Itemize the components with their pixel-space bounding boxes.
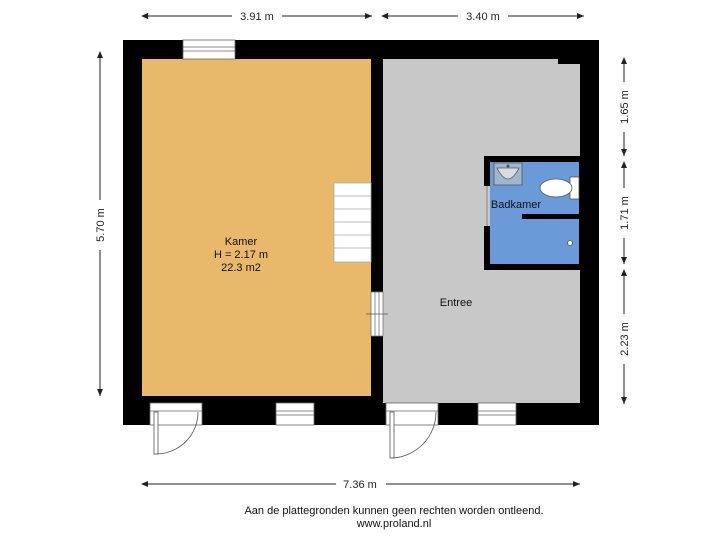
room-label-entree: Entree	[440, 297, 472, 309]
dim-label-left: 5.70 m	[95, 208, 107, 242]
dim-label-top-left: 3.91 m	[240, 11, 274, 23]
staircase	[333, 182, 372, 263]
sink-icon	[493, 162, 523, 186]
badkamer-partition	[522, 214, 580, 219]
window-top	[182, 39, 236, 60]
dim-label-bottom: 7.36 m	[343, 479, 377, 491]
door-entree	[385, 402, 439, 459]
drain-icon	[567, 240, 573, 246]
footer-disclaimer: Aan de plattegronden kunnen geen rechten…	[244, 505, 543, 517]
dim-label-right-top: 1.65 m	[619, 90, 631, 124]
toilet-icon	[539, 176, 580, 200]
dim-label-right-bottom: 2.23 m	[619, 322, 631, 356]
kamer-floor	[142, 59, 371, 396]
footer-website: www.proland.nl	[356, 518, 432, 530]
window-bottom-kamer	[275, 402, 315, 426]
door-kamer	[149, 402, 203, 455]
entree-floor	[383, 59, 580, 403]
dim-label-top-right: 3.40 m	[466, 11, 500, 23]
interior-wall	[371, 59, 383, 403]
dim-label-right-middle: 1.71 m	[619, 196, 631, 230]
window-bottom-entree	[477, 402, 517, 426]
room-label-kamer: Kamer	[225, 236, 258, 248]
room-height-kamer: H = 2.17 m	[214, 249, 268, 261]
room-area-kamer: 22.3 m2	[221, 262, 261, 274]
room-label-badkamer: Badkamer	[491, 199, 541, 211]
